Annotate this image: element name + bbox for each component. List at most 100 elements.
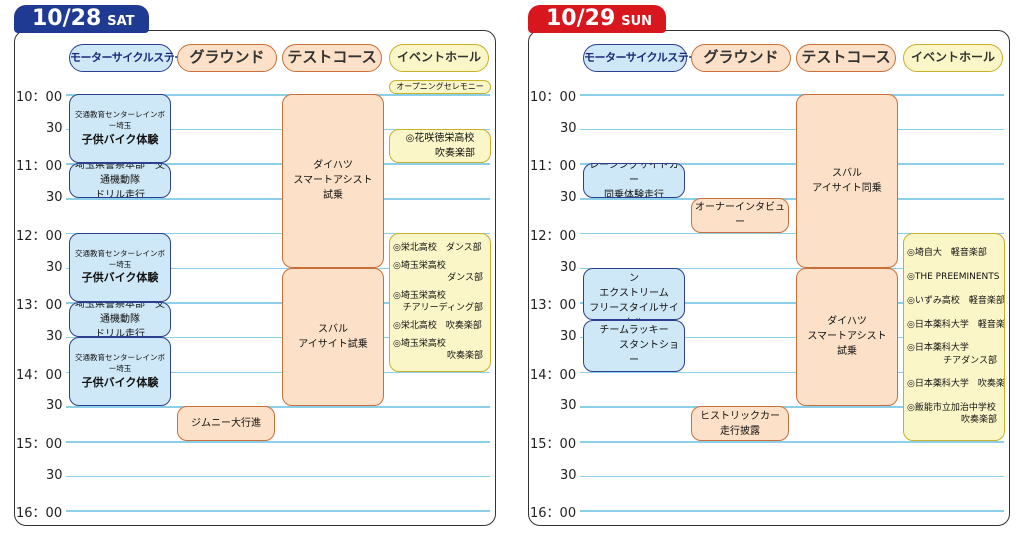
header-ground: グラウンド [177, 44, 277, 72]
schedule-block: 交通教育センターレインボー埼玉子供バイク体験 [69, 336, 171, 407]
schedule-block-text: 交通教育センターレインボー埼玉 [75, 353, 165, 374]
event-hall-item: ◎飯能市立加治中学校吹奏楽部 [907, 402, 1001, 426]
event-hall-item: ◎埼玉栄高校チアリーディング部 [393, 290, 487, 314]
event-hall-item-name: ◎日本薬科大学 [907, 343, 969, 354]
schedule-block: 埼玉県警察本部 交通機動隊 ドリル走行 [69, 302, 171, 337]
time-gridline [580, 163, 1004, 165]
schedule-block-text: スバル アイサイト試乗 [298, 323, 368, 350]
time-label: 30 [560, 190, 577, 206]
time-label: 10：00 [16, 90, 63, 105]
time-gridline [66, 232, 490, 235]
time-gridline [66, 371, 490, 374]
time-label: 12：00 [530, 228, 577, 244]
schedule-block: ジムニー大行進 [177, 406, 275, 441]
time-gridline [580, 267, 1004, 269]
time-gridline [66, 163, 490, 165]
event-hall-item-name: ◎埼玉栄高校 [393, 291, 446, 302]
event-hall-item: ◎栄北高校 ダンス部 [393, 242, 487, 254]
schedule-block: ダイハツ スマートアシスト 試乗 [796, 267, 898, 407]
event-hall-item-name: ◎埼玉栄高校 [393, 339, 446, 350]
event-hall-item-name: ◎いずみ高校 軽音楽部 [907, 295, 1005, 306]
time-label: 16：00 [16, 506, 63, 522]
time-gridline [580, 302, 1004, 304]
time-gridline [66, 406, 490, 408]
event-hall-item: ◎栄北高校 吹奏楽部 [393, 320, 487, 332]
schedule-block-text: 交通教育センターレインボー埼玉 [75, 248, 165, 270]
schedule-block-subtext: 子供バイク体験 [81, 271, 159, 285]
schedule-block: スバル アイサイト同乗 [796, 94, 898, 268]
time-gridline [66, 441, 490, 443]
event-hall-list: ◎埼自大 軽音楽部◎THE PREEMINENTS◎いずみ高校 軽音楽部◎日本薬… [903, 232, 1005, 441]
schedule-block: オープニングセレモニー [389, 80, 491, 94]
event-hall-item: ◎いずみ高校 軽音楽部 [907, 295, 1005, 307]
schedule-block-subtext: 子供バイク体験 [81, 132, 159, 146]
time-gridline [580, 406, 1004, 408]
schedule-block-text: ヒストリックカー 走行披露 [700, 410, 780, 437]
event-hall-item-club: 吹奏楽部 [960, 415, 997, 426]
time-label: 30 [46, 190, 63, 206]
schedule-block-text: 埼玉県警察本部 交通機動隊 ドリル走行 [75, 302, 165, 337]
time-label: 16：00 [530, 506, 577, 522]
schedule-block-text: スバル アイサイト同乗 [812, 167, 882, 194]
event-hall-list: ◎栄北高校 ダンス部◎埼玉栄高校ダンス部◎埼玉栄高校チアリーディング部◎栄北高校… [389, 232, 491, 372]
event-hall-item: ◎日本薬科大学 軽音楽部 [907, 319, 1004, 331]
schedule-block-text: チームラッキー スタントショー [599, 325, 679, 367]
event-hall-item-club: ダンス部 [447, 272, 483, 283]
time-label: 30 [46, 328, 63, 344]
schedule-block-text: レーシングサイドカー 同乗体験走行 [589, 163, 679, 199]
time-label: 12：00 [16, 228, 63, 244]
time-gridline [66, 510, 490, 512]
time-label: 30 [46, 398, 63, 414]
time-label: 30 [560, 398, 577, 414]
time-label: 13：00 [530, 298, 577, 314]
time-label: 10：00 [530, 90, 577, 105]
schedule-block: オーナーインタビュー [691, 198, 789, 233]
time-label: 30 [46, 259, 63, 275]
event-hall-item-name: ◎飯能市立加治中学校 [907, 403, 996, 414]
time-gridline [66, 94, 490, 96]
header-test-course: テストコース [282, 44, 382, 72]
header-motorcycle-stage: モーターサイクルステージ [69, 44, 196, 72]
schedule-block: スバル アイサイト試乗 [282, 267, 384, 407]
time-label: 30 [46, 467, 63, 483]
time-gridline [580, 128, 1004, 131]
time-gridline [66, 336, 490, 339]
time-gridline [580, 94, 1004, 96]
schedule-block: ノーリミットジャパン エクストリーム フリースタイルサイクル [583, 267, 685, 320]
time-label: 30 [560, 120, 577, 136]
header-ground: グラウンド [691, 44, 791, 72]
time-label: 14：00 [530, 367, 577, 383]
event-hall-item-club: チアリーディング部 [402, 303, 483, 314]
time-label: 15：00 [16, 437, 63, 452]
time-gridline [66, 475, 490, 478]
time-gridline [580, 198, 1004, 200]
time-gridline [66, 198, 490, 200]
time-label: 14：00 [16, 367, 63, 383]
schedule-block: レーシングサイドカー 同乗体験走行 [583, 163, 685, 199]
time-gridline [66, 128, 490, 131]
time-gridline [580, 441, 1004, 443]
time-gridline [580, 475, 1004, 478]
time-gridline [580, 232, 1004, 235]
header-test-course: テストコース [796, 44, 896, 72]
schedule-block: ◎花咲徳栄高校 吹奏楽部 [389, 128, 491, 164]
schedule-block: 埼玉県警察本部 交通機動隊 ドリル走行 [69, 163, 171, 199]
event-hall-item: ◎日本薬科大学チアダンス部 [907, 342, 1001, 366]
schedule-block-text: ダイハツ スマートアシスト 試乗 [807, 316, 887, 358]
schedule-block-subtext: 子供バイク体験 [81, 375, 159, 389]
header-event-hall: イベントホール [903, 44, 1003, 72]
time-gridline [66, 302, 490, 304]
time-label: 30 [560, 467, 577, 483]
header-event-hall: イベントホール [389, 44, 489, 72]
event-hall-item-name: ◎埼自大 軽音楽部 [907, 248, 987, 259]
time-gridline [66, 267, 490, 269]
schedule-block-text: ◎花咲徳栄高校 吹奏楽部 [405, 133, 475, 160]
schedule-block-text: 埼玉県警察本部 交通機動隊 ドリル走行 [75, 163, 165, 199]
schedule-block-text: 交通教育センターレインボー埼玉 [75, 110, 165, 131]
schedule-block: ダイハツ スマートアシスト 試乗 [282, 94, 384, 268]
time-gridline [580, 510, 1004, 512]
event-hall-item-name: ◎栄北高校 吹奏楽部 [393, 321, 482, 332]
header-motorcycle-stage: モーターサイクルステージ [583, 44, 710, 72]
